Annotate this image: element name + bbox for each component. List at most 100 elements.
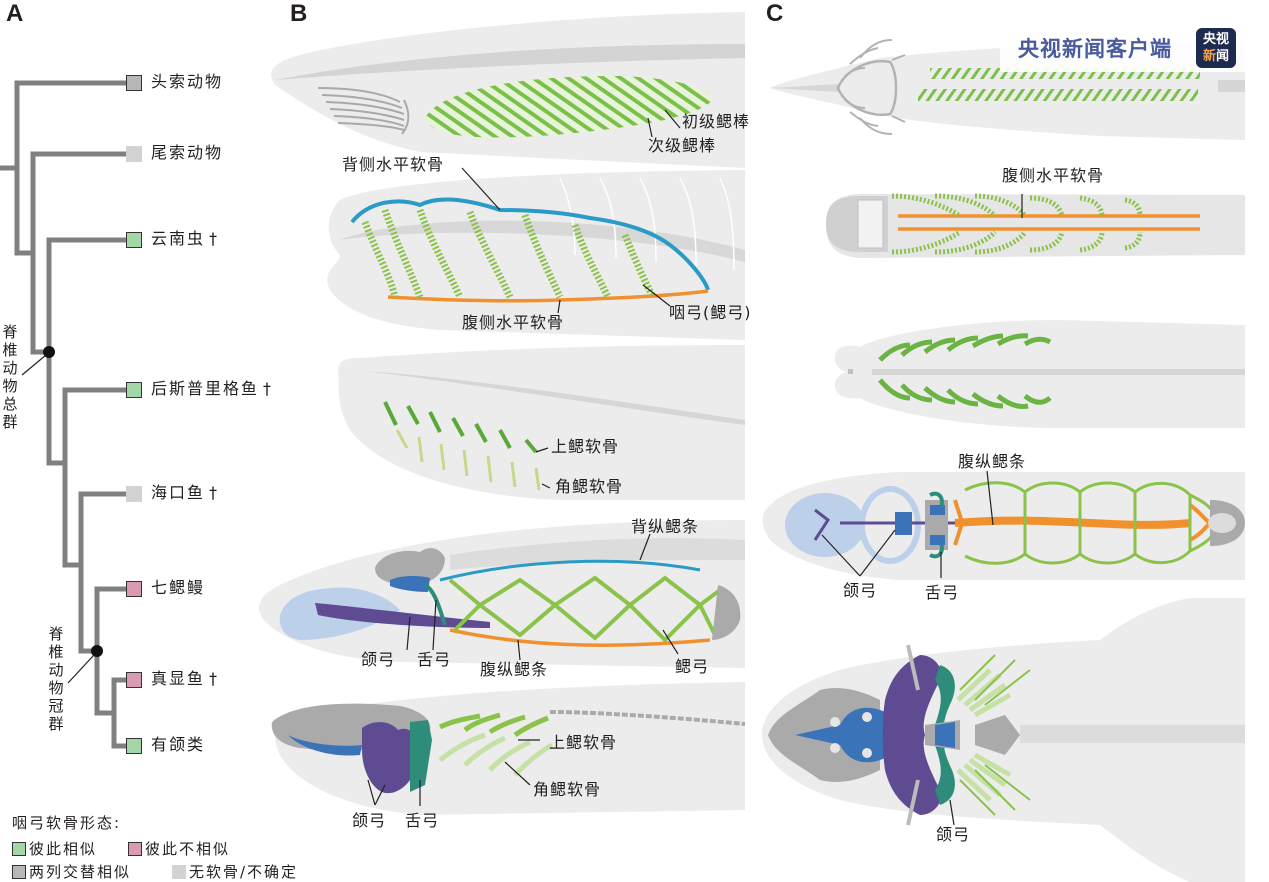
leader-ventral-bar xyxy=(986,470,994,526)
tip-state-square xyxy=(126,672,142,688)
logo-top-text: 央视 xyxy=(1202,32,1229,47)
panel-label-c: C xyxy=(766,0,784,27)
leader-total-group xyxy=(21,354,47,376)
branchial-arches xyxy=(956,668,1012,802)
label-mandibular-arch-c4: 颌弓 xyxy=(843,581,878,600)
hyoid-arch xyxy=(929,491,944,559)
leader-ceratobranchial xyxy=(504,761,531,786)
pharyngeal-arches xyxy=(891,193,1143,255)
node-dot-crown-group xyxy=(91,645,103,657)
mandibular-arch xyxy=(813,508,831,541)
legend-swatch-alternating xyxy=(12,864,26,879)
logo-white-char: 闻 xyxy=(1216,49,1230,64)
dorsal-horizontal-cartilage xyxy=(350,197,710,291)
ventral-horizontal-cartilage xyxy=(898,214,1200,231)
b-haikouichthys-lateral xyxy=(338,345,745,500)
label-epibranchial-b3: 上鳃软骨 xyxy=(551,437,620,456)
dorsal-longitudinal-bar xyxy=(439,559,701,582)
legend-swatch-none xyxy=(172,864,186,879)
label-secondary-gill-bar: 次级鳃棒 xyxy=(648,136,717,155)
legend-swatch-dissimilar xyxy=(128,841,142,856)
label-mandibular-arch-c5: 颌弓 xyxy=(936,825,971,844)
cctv-news-logo: 央视 新闻 xyxy=(1196,28,1236,68)
label-ventral-longitudinal-bar-c: 腹纵鳃条 xyxy=(958,452,1027,471)
taxon-label: 海口鱼† xyxy=(151,484,219,502)
leader-ventral xyxy=(557,299,561,314)
tip-state-square xyxy=(126,581,142,597)
cranial-pale xyxy=(785,493,865,557)
taxon-label: 有颌类 xyxy=(151,736,205,754)
taxon-label: 后斯普里格鱼† xyxy=(151,380,273,398)
b-gnathostome-lateral xyxy=(271,682,746,815)
leader-ceratobranchial xyxy=(541,483,551,489)
label-gill-arch: 鳃弓 xyxy=(675,657,710,676)
taxon-label: 尾索动物 xyxy=(151,144,223,162)
extinct-dagger-icon: † xyxy=(263,379,274,398)
gill-arch-lattice xyxy=(448,575,738,643)
gill-bars xyxy=(425,75,713,138)
gill-arches-ventral-row xyxy=(878,378,1052,409)
gill-arch-lattice xyxy=(964,481,1217,565)
leader-hyoid xyxy=(432,599,437,651)
c-lamprey-ventral xyxy=(762,470,1245,580)
ventral-horizontal-cartilage xyxy=(387,289,709,303)
label-dorsal-horizontal-cartilage: 背侧水平软骨 xyxy=(342,155,445,174)
leader-arch xyxy=(642,284,671,307)
leader-ventral-bar xyxy=(517,639,521,661)
legend-item-alternating: 两列交替相似 xyxy=(12,861,131,882)
panel-label-b: B xyxy=(290,0,308,27)
b-lamprey-lateral xyxy=(259,520,745,668)
tip-state-square xyxy=(126,738,142,754)
panel-label-a: A xyxy=(6,0,24,27)
taxon-label: 真显鱼† xyxy=(151,670,219,688)
leader-mandibular-1 xyxy=(821,534,861,577)
hyoid-arch xyxy=(423,583,447,626)
tip-state-square xyxy=(126,75,142,91)
legend-label: 两列交替相似 xyxy=(29,863,132,881)
neurocranium xyxy=(271,703,431,751)
leader-mandibular-2 xyxy=(374,784,386,806)
node-label-crown-group: 脊椎动物冠群 xyxy=(48,625,64,733)
ventral-longitudinal-bar xyxy=(954,516,1191,529)
taxon-name: 云南虫 xyxy=(151,229,206,248)
leader-epibranchial xyxy=(535,447,549,453)
taxon-name: 七鳃鳗 xyxy=(151,578,206,597)
legend-label: 无软骨/不确定 xyxy=(189,863,299,881)
pharyngeal-arches xyxy=(361,208,656,299)
legend-label: 彼此相似 xyxy=(29,840,98,858)
label-pharyngeal-arch: 咽弓(鳃弓) xyxy=(669,303,752,322)
leader-mandibular-1 xyxy=(367,779,376,806)
label-ceratobranchial-b3: 角鳃软骨 xyxy=(555,477,624,496)
mandibular-arch xyxy=(362,722,419,794)
cranial-pale xyxy=(279,587,400,640)
label-ventral-horizontal-cartilage: 腹侧水平软骨 xyxy=(462,313,565,332)
leader-crown-group xyxy=(67,654,95,684)
leader-primary-bar xyxy=(664,109,681,129)
branchial-arches xyxy=(438,712,554,777)
mandibular-arch xyxy=(882,655,942,815)
c-haikouichthys-ventral xyxy=(835,320,1245,428)
extinct-dagger-icon: † xyxy=(209,229,220,248)
legend-item-similar: 彼此相似 xyxy=(12,838,97,859)
node-label-total-group: 脊椎动物总群 xyxy=(2,323,18,431)
logo-bottom-text: 新闻 xyxy=(1196,48,1236,65)
taxon-label: 云南虫† xyxy=(151,230,219,248)
taxon-name: 有颌类 xyxy=(151,735,206,754)
tip-state-square xyxy=(126,382,142,398)
epibranchials xyxy=(383,401,538,454)
label-hyoid-arch-b5: 舌弓 xyxy=(405,811,440,830)
legend-label: 彼此不相似 xyxy=(145,840,231,858)
label-mandibular-arch-b5: 颌弓 xyxy=(352,811,387,830)
gill-arches-dorsal-row xyxy=(878,333,1052,362)
ceratobranchials xyxy=(395,429,541,491)
c-yunnanozoon-ventral xyxy=(826,193,1245,258)
logo-orange-char: 新 xyxy=(1202,49,1216,64)
legend-item-dissimilar: 彼此不相似 xyxy=(128,838,230,859)
label-ceratobranchial-b5: 角鳃软骨 xyxy=(533,780,602,799)
taxon-label: 七鳃鳗 xyxy=(151,579,205,597)
legend-swatch-similar xyxy=(12,841,26,856)
neurocranium xyxy=(768,688,880,782)
leader-secondary-bar xyxy=(647,117,653,138)
tip-state-square xyxy=(126,146,142,162)
oral-cirri xyxy=(317,87,410,135)
